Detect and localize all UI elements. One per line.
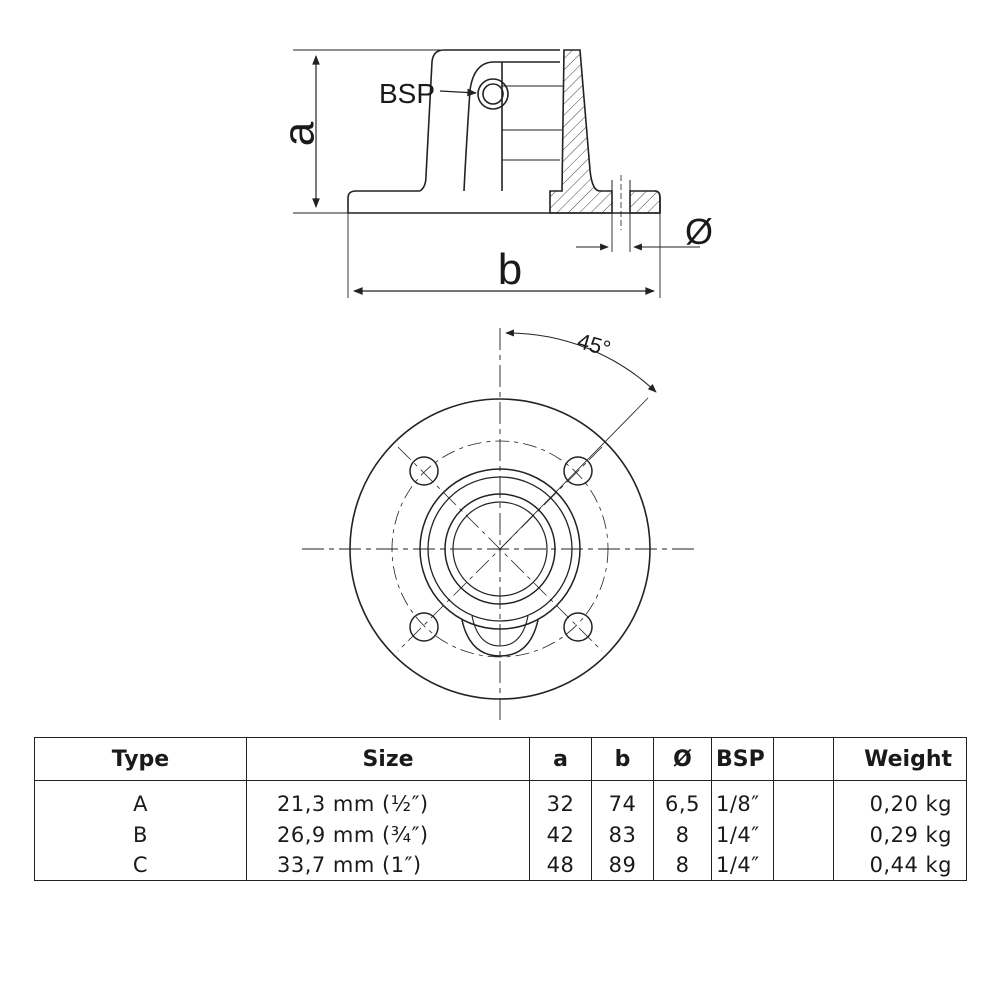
bsp-label: BSP — [379, 78, 435, 109]
header-b: b — [591, 737, 654, 781]
header-bsp: BSP — [711, 737, 774, 781]
table-row: A 21,3 mm (½″) 32 74 6,5 1/8″ 0,20 kg — [35, 780, 967, 820]
side-view — [293, 49, 700, 298]
cell-type: C — [132, 852, 149, 877]
header-a: a — [529, 737, 592, 781]
cell-b: 83 — [591, 819, 654, 850]
top-view — [302, 328, 695, 725]
cell-blank — [773, 780, 834, 820]
cell-diameter: 8 — [653, 849, 712, 881]
angle-label: 45° — [575, 328, 614, 361]
table-header-row: Type Size a b Ø BSP Weight — [34, 737, 967, 781]
cell-weight: 0,29 kg — [833, 819, 967, 850]
cell-b: 74 — [591, 780, 654, 820]
cell-weight: 0,20 kg — [833, 780, 967, 820]
cell-diameter: 6,5 — [653, 780, 712, 820]
header-weight: Weight — [833, 737, 967, 781]
dimension-a-label: a — [275, 121, 324, 146]
cell-a: 48 — [529, 849, 592, 881]
cell-size: 26,9 mm (¾″) — [246, 819, 530, 850]
cell-blank — [773, 849, 834, 881]
technical-drawing: a b BSP Ø 45° — [275, 49, 713, 725]
cell-diameter: 8 — [653, 819, 712, 850]
spec-table: Type Size a b Ø BSP Weight A 21,3 mm (½″… — [34, 737, 967, 881]
table-row: B 26,9 mm (¾″) 42 83 8 1/4″ 0,29 kg — [35, 819, 967, 850]
cell-size: 33,7 mm (1″) — [246, 849, 530, 881]
cell-bsp: 1/8″ — [711, 780, 774, 820]
cell-bsp: 1/4″ — [711, 819, 774, 850]
table-row: C 33,7 mm (1″) 48 89 8 1/4″ 0,44 kg — [35, 849, 967, 881]
cell-b: 89 — [591, 849, 654, 881]
header-blank — [773, 737, 834, 781]
cell-type: B — [133, 822, 148, 847]
cell-type: A — [133, 792, 148, 817]
cell-size: 21,3 mm (½″) — [246, 780, 530, 820]
cell-a: 42 — [529, 819, 592, 850]
cell-weight: 0,44 kg — [833, 849, 967, 881]
diameter-label: Ø — [685, 211, 713, 252]
cell-bsp: 1/4″ — [711, 849, 774, 881]
header-diameter: Ø — [653, 737, 712, 781]
header-size: Size — [246, 737, 530, 781]
dimension-b-label: b — [498, 245, 522, 294]
cell-a: 32 — [529, 780, 592, 820]
cell-blank — [773, 819, 834, 850]
header-type: Type — [34, 737, 247, 781]
